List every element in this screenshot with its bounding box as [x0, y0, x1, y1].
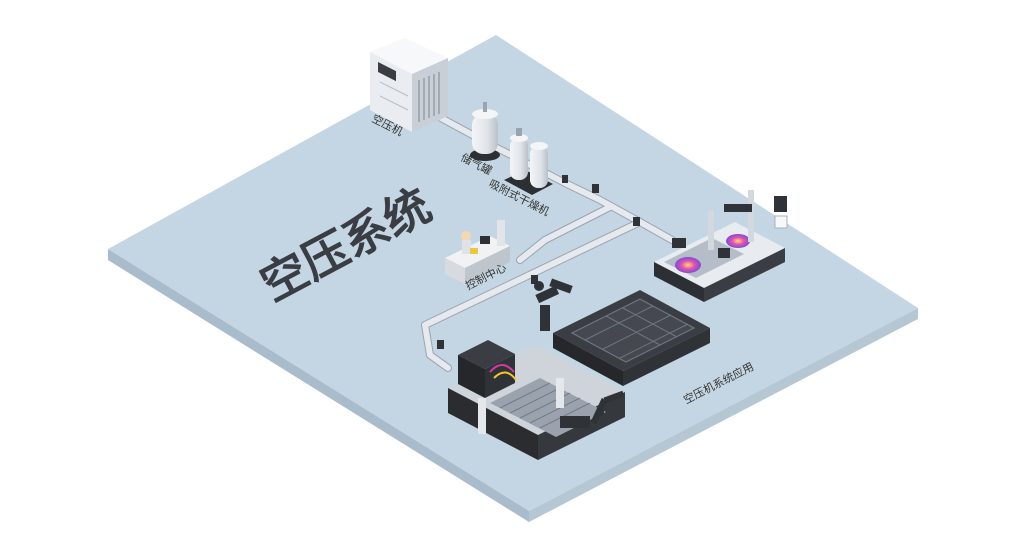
panel-processing-table — [534, 278, 710, 386]
floor-platform — [108, 35, 918, 522]
valve-icon — [437, 340, 444, 349]
adsorption-dryer — [504, 128, 553, 195]
valve-icon — [633, 217, 640, 226]
conveyor-production-line — [448, 340, 625, 460]
valve-icon — [531, 275, 538, 284]
air-compressor-unit — [370, 38, 448, 132]
valve-icon — [592, 184, 599, 193]
control-center — [445, 220, 510, 284]
air-storage-tank — [470, 102, 500, 161]
valve-icon — [562, 175, 568, 183]
wafer-processing-station — [654, 190, 788, 302]
